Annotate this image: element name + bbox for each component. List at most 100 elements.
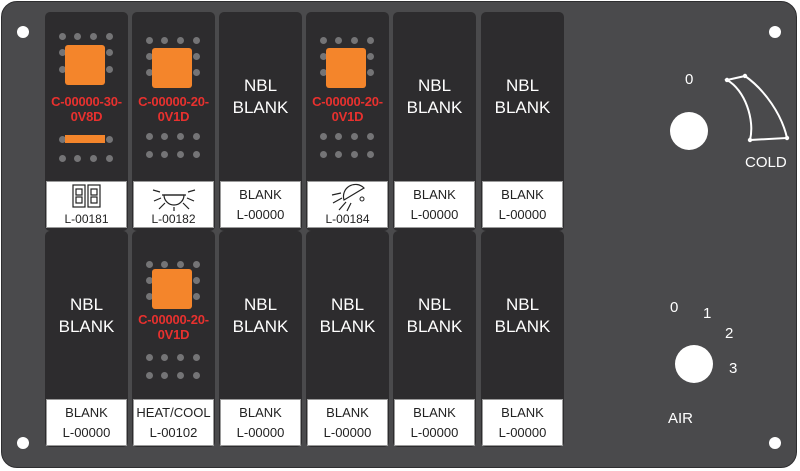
dot: [177, 354, 184, 361]
switch-face[interactable]: NBL BLANK: [45, 231, 128, 399]
dot: [146, 69, 153, 76]
rocker-switch-8[interactable]: C-00000-20- 0V1D HEAT/COOL L-00102: [132, 231, 215, 447]
dot: [146, 354, 153, 361]
label-text: BLANK: [326, 405, 369, 420]
cold-wedge-icon: [724, 73, 790, 143]
air-position-0: 0: [670, 299, 679, 316]
dot: [335, 37, 342, 44]
switch-face[interactable]: NBL BLANK: [219, 12, 302, 180]
switch-label: BLANK L-00000: [394, 181, 475, 228]
temperature-knob[interactable]: [670, 112, 708, 150]
switch-text: NBL BLANK: [219, 294, 302, 338]
led-indicator: [152, 48, 192, 88]
dot: [74, 155, 81, 162]
indicator-bar: [65, 135, 105, 143]
dot: [177, 133, 184, 140]
dot: [59, 155, 66, 162]
label-text: BLANK: [501, 187, 544, 202]
dot: [193, 133, 200, 140]
led-indicator: [65, 45, 105, 85]
dot: [74, 33, 81, 40]
dot: [59, 33, 66, 40]
air-label: AIR: [668, 410, 694, 427]
switch-face[interactable]: NBL BLANK: [481, 231, 564, 399]
rocker-switch-5[interactable]: NBL BLANK BLANK L-00000: [393, 12, 476, 231]
rocker-switch-3[interactable]: NBL BLANK BLANK L-00000: [219, 12, 302, 231]
blank-line: BLANK: [232, 98, 289, 117]
label-id: L-00000: [236, 425, 285, 440]
dot: [367, 69, 374, 76]
code-line-1: C-00000-20-: [138, 312, 209, 327]
switch-face[interactable]: C-00000-20- 0V1D: [306, 12, 389, 180]
dot: [146, 133, 153, 140]
switch-label: HEAT/COOL L-00102: [133, 399, 214, 446]
light-rays-icon: [152, 189, 196, 211]
screw-top-right: [769, 26, 781, 38]
label-id: L-00181: [64, 212, 109, 226]
switch-label: L-00184: [307, 181, 388, 228]
code-line-2: 0V1D: [157, 327, 190, 342]
switch-face[interactable]: NBL BLANK: [393, 12, 476, 180]
temp-cold-label: COLD: [745, 154, 787, 171]
temp-zero-label: 0: [685, 71, 694, 88]
air-knob[interactable]: [675, 345, 713, 383]
screw-bottom-right: [769, 437, 781, 449]
dot: [177, 372, 184, 379]
label-id: L-00000: [410, 207, 459, 222]
dot: [320, 151, 327, 158]
dome-light-icon: [331, 183, 365, 212]
dot: [335, 133, 342, 140]
dot: [146, 277, 153, 284]
screw-top-left: [17, 26, 29, 38]
switch-face[interactable]: NBL BLANK: [306, 231, 389, 399]
dot: [146, 372, 153, 379]
rocker-switch-12[interactable]: NBL BLANK BLANK L-00000: [481, 231, 564, 447]
dual-rocker-icon: [72, 184, 101, 208]
dot: [193, 261, 200, 268]
dot: [177, 37, 184, 44]
label-id: L-00000: [236, 207, 285, 222]
rocker-switch-4[interactable]: C-00000-20- 0V1D L-00184: [306, 12, 389, 231]
rocker-switch-9[interactable]: NBL BLANK BLANK L-00000: [219, 231, 302, 447]
label-text: BLANK: [239, 187, 282, 202]
rocker-switch-10[interactable]: NBL BLANK BLANK L-00000: [306, 231, 389, 447]
rocker-switch-6[interactable]: NBL BLANK BLANK L-00000: [481, 12, 564, 231]
label-id: L-00000: [498, 207, 547, 222]
label-text: BLANK: [239, 405, 282, 420]
blank-line: BLANK: [319, 317, 376, 336]
label-id: L-00000: [62, 425, 111, 440]
switch-text: NBL BLANK: [393, 294, 476, 338]
led-indicator: [326, 48, 366, 88]
dot: [320, 133, 327, 140]
air-position-1: 1: [703, 305, 712, 322]
switch-face[interactable]: NBL BLANK: [481, 12, 564, 180]
code-line-2: 0V8D: [70, 109, 103, 124]
code-line-2: 0V1D: [157, 109, 190, 124]
switch-face[interactable]: NBL BLANK: [219, 231, 302, 399]
dot: [146, 53, 153, 60]
dot: [106, 66, 113, 73]
nbl-line: NBL: [330, 295, 365, 314]
switch-face[interactable]: C-00000-30- 0V8D: [45, 12, 128, 180]
dot: [320, 53, 327, 60]
switch-face[interactable]: C-00000-20- 0V1D: [132, 231, 215, 399]
nbl-line: NBL: [243, 295, 278, 314]
rocker-switch-2[interactable]: C-00000-20- 0V1D L-00182: [132, 12, 215, 231]
rocker-switch-11[interactable]: NBL BLANK BLANK L-00000: [393, 231, 476, 447]
switch-face[interactable]: C-00000-20- 0V1D: [132, 12, 215, 180]
switch-label: BLANK L-00000: [307, 399, 388, 446]
rocker-switch-7[interactable]: NBL BLANK BLANK L-00000: [45, 231, 128, 447]
blank-line: BLANK: [58, 317, 115, 336]
dot: [367, 151, 374, 158]
dot: [146, 37, 153, 44]
code-line-1: C-00000-30-: [51, 94, 122, 109]
switch-face[interactable]: NBL BLANK: [393, 231, 476, 399]
dot: [193, 293, 200, 300]
dot: [193, 372, 200, 379]
label-id: L-00184: [325, 212, 370, 226]
switch-text: NBL BLANK: [481, 294, 564, 338]
rocker-switch-1[interactable]: C-00000-30- 0V8D L-00181: [45, 12, 128, 231]
screw-bottom-left: [17, 437, 29, 449]
dot: [320, 37, 327, 44]
led-indicator: [152, 269, 192, 309]
